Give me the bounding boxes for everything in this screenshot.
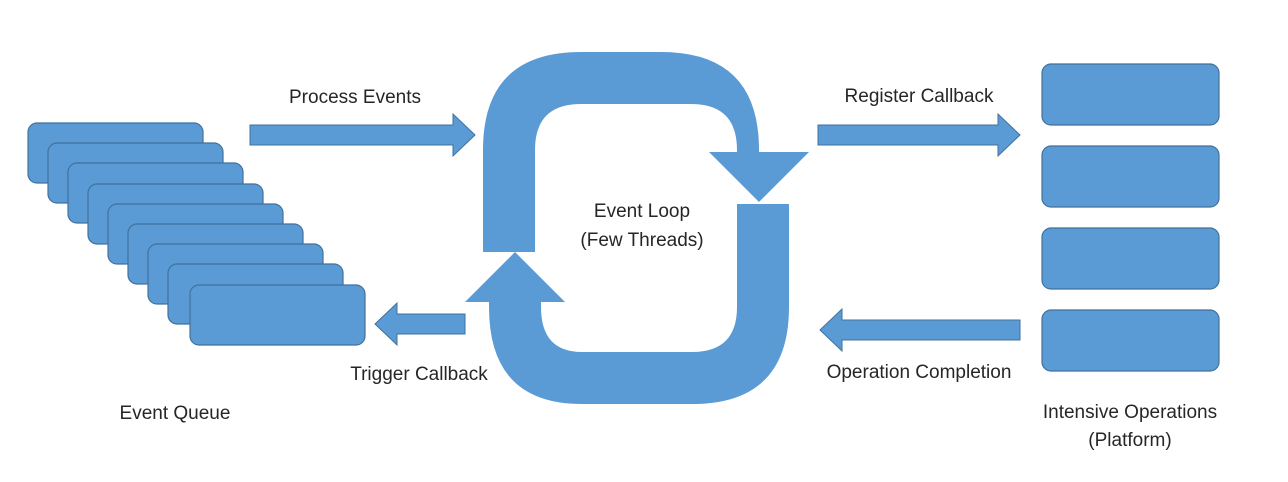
operation-box [1041, 63, 1220, 126]
event-loop-top-arc [483, 52, 809, 252]
queue-card [189, 284, 366, 346]
register-callback-arrow [817, 112, 1021, 158]
process-events-arrow [249, 112, 476, 158]
process-events-label: Process Events [289, 87, 421, 108]
register-callback-label: Register Callback [845, 86, 994, 107]
trigger-callback-arrow [374, 301, 466, 347]
event-loop-subtitle: (Few Threads) [580, 230, 703, 251]
operation-box [1041, 227, 1220, 290]
event-loop-title: Event Loop [594, 201, 690, 222]
operation-completion-label: Operation Completion [827, 362, 1012, 383]
event-loop-cycle [465, 52, 809, 404]
trigger-callback-label: Trigger Callback [350, 364, 488, 385]
event-queue-label: Event Queue [120, 403, 231, 424]
event-queue-stack [27, 122, 366, 346]
operation-box [1041, 145, 1220, 208]
intensive-operations-title: Intensive Operations [1043, 402, 1217, 423]
operation-box [1041, 309, 1220, 372]
intensive-operations-stack [1041, 63, 1220, 372]
operation-completion-arrow [819, 307, 1021, 353]
intensive-operations-subtitle: (Platform) [1088, 430, 1171, 451]
event-loop-bottom-arc [465, 204, 789, 404]
